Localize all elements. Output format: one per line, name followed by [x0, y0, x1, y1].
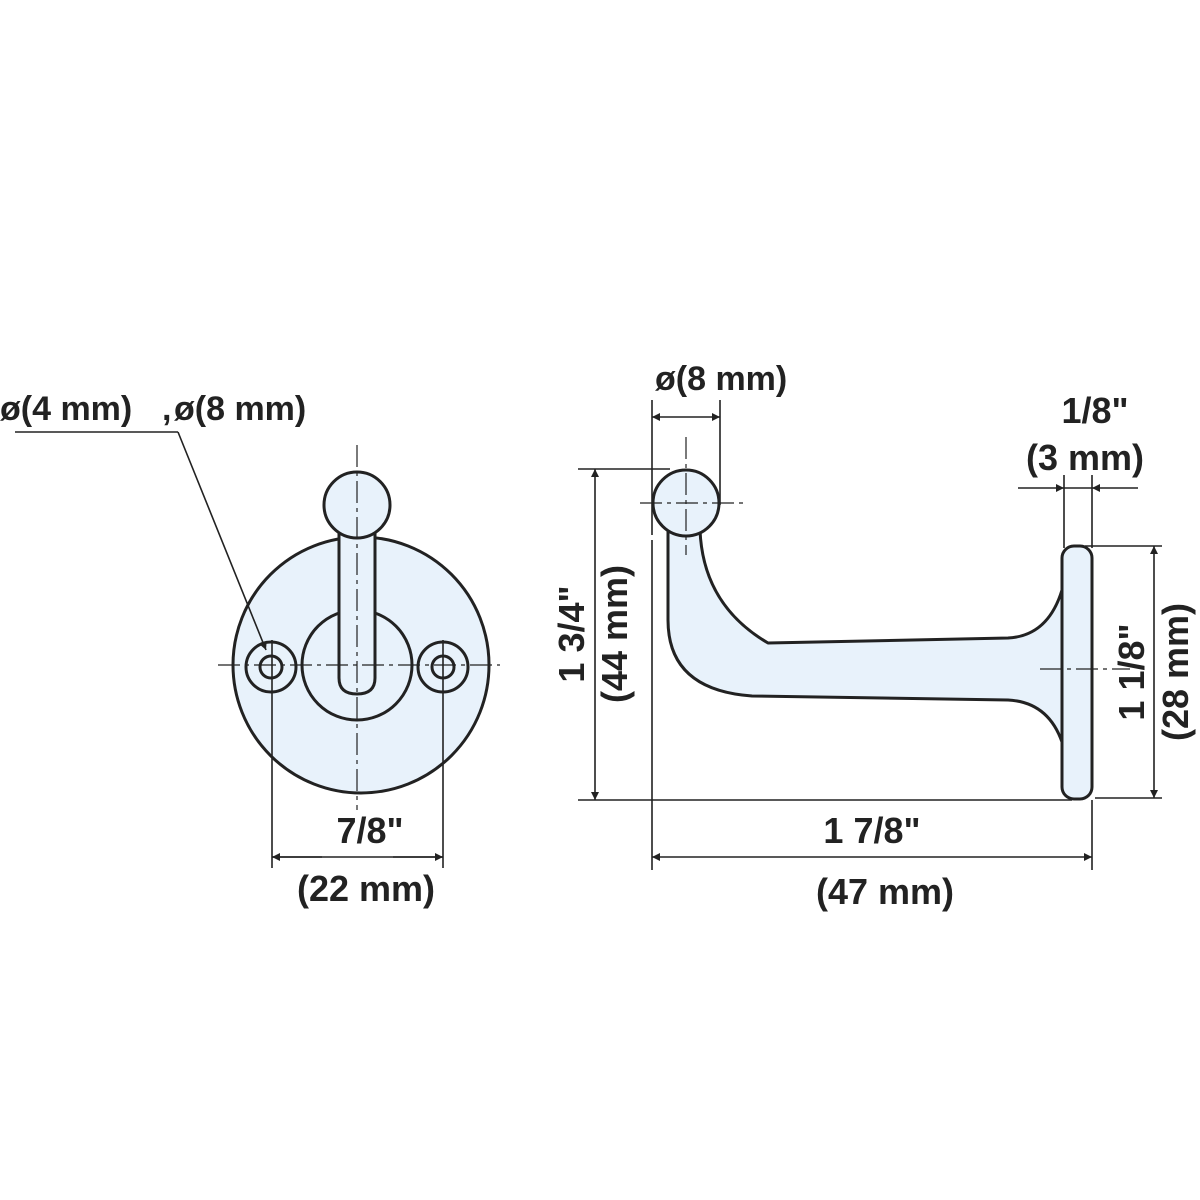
mounting-plate-side	[1060, 544, 1094, 801]
hole-callout-arrow	[177, 431, 267, 651]
hole-callout-small: ø(4 mm)	[0, 390, 132, 428]
hook-arm	[666, 528, 1064, 744]
plate-diameter-metric: (28 mm)	[1155, 603, 1196, 741]
hole-spacing-metric: (22 mm)	[297, 868, 435, 909]
side-view: ø(8 mm) 1 3/4" (44 mm) 1 7/8" (47 mm) 1/…	[551, 360, 1196, 912]
plate-thickness-inch: 1/8"	[1061, 390, 1128, 431]
plate-thickness-metric: (3 mm)	[1026, 437, 1144, 478]
hole-callout-separator: ,	[162, 390, 171, 428]
front-view: ø(4 mm) , ø(8 mm) 7/8" (22 mm)	[0, 390, 500, 909]
overall-length-inch: 1 7/8"	[823, 810, 920, 851]
overall-height-inch: 1 3/4"	[551, 585, 592, 682]
knob-diameter-label: ø(8 mm)	[655, 360, 787, 398]
hole-callout-large: ø(8 mm)	[174, 390, 306, 428]
hole-spacing-inch: 7/8"	[336, 810, 403, 851]
overall-length-metric: (47 mm)	[816, 871, 954, 912]
plate-diameter-inch: 1 1/8"	[1111, 623, 1152, 720]
overall-height-metric: (44 mm)	[594, 565, 635, 703]
left-hole	[258, 654, 284, 680]
